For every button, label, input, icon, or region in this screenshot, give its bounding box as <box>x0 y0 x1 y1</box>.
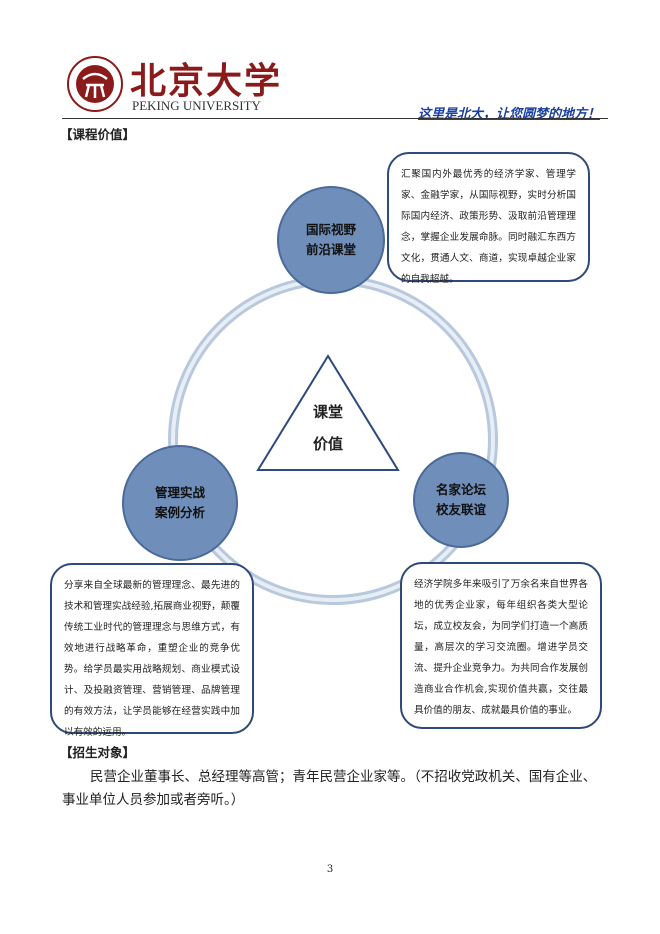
node-label: 名家论坛 <box>435 482 486 497</box>
node-label: 管理实战 <box>154 485 205 500</box>
section-heading-course-value: 【课程价值】 <box>60 127 136 142</box>
description-box-international-vision: 汇聚国内外最优秀的经济学家、管理学家、金融学家，从国际视野，实时分析国际国内经济… <box>387 152 590 285</box>
node-label: 校友联谊 <box>435 502 486 517</box>
node-international-vision: 国际视野 前沿课堂 <box>277 186 385 294</box>
node-label: 案例分析 <box>154 505 205 520</box>
center-label-line: 价值 <box>312 435 343 453</box>
logo-chinese-name: 北京大学 <box>130 60 283 102</box>
node-expert-forum: 名家论坛 校友联谊 <box>413 452 509 548</box>
center-label-line: 课堂 <box>312 403 343 421</box>
description-box-management-practice: 分享来自全球最新的管理理念、最先进的技术和管理实战经验,拓展商业视野，颠覆传统工… <box>50 563 254 738</box>
node-label: 国际视野 <box>305 222 356 237</box>
peking-university-seal-logo <box>67 56 123 112</box>
node-label: 前沿课堂 <box>305 242 356 257</box>
enrollment-text: 民营企业董事长、总经理等高管；青年民营企业家等。（不招收党政机关、国有企业、事业… <box>62 769 597 808</box>
node-management-practice: 管理实战 案例分析 <box>122 445 238 561</box>
header-divider <box>62 118 608 119</box>
center-label: 课堂 价值 <box>300 396 356 460</box>
center-triangle <box>256 354 400 471</box>
section-heading-enrollment: 【招生对象】 <box>60 745 136 760</box>
page-number: 3 <box>326 864 334 875</box>
logo-english-name: PEKING UNIVERSITY <box>132 98 261 113</box>
description-box-expert-forum: 经济学院多年来吸引了万余名来自世界各地的优秀企业家，每年组织各类大型论坛，成立校… <box>400 562 602 729</box>
